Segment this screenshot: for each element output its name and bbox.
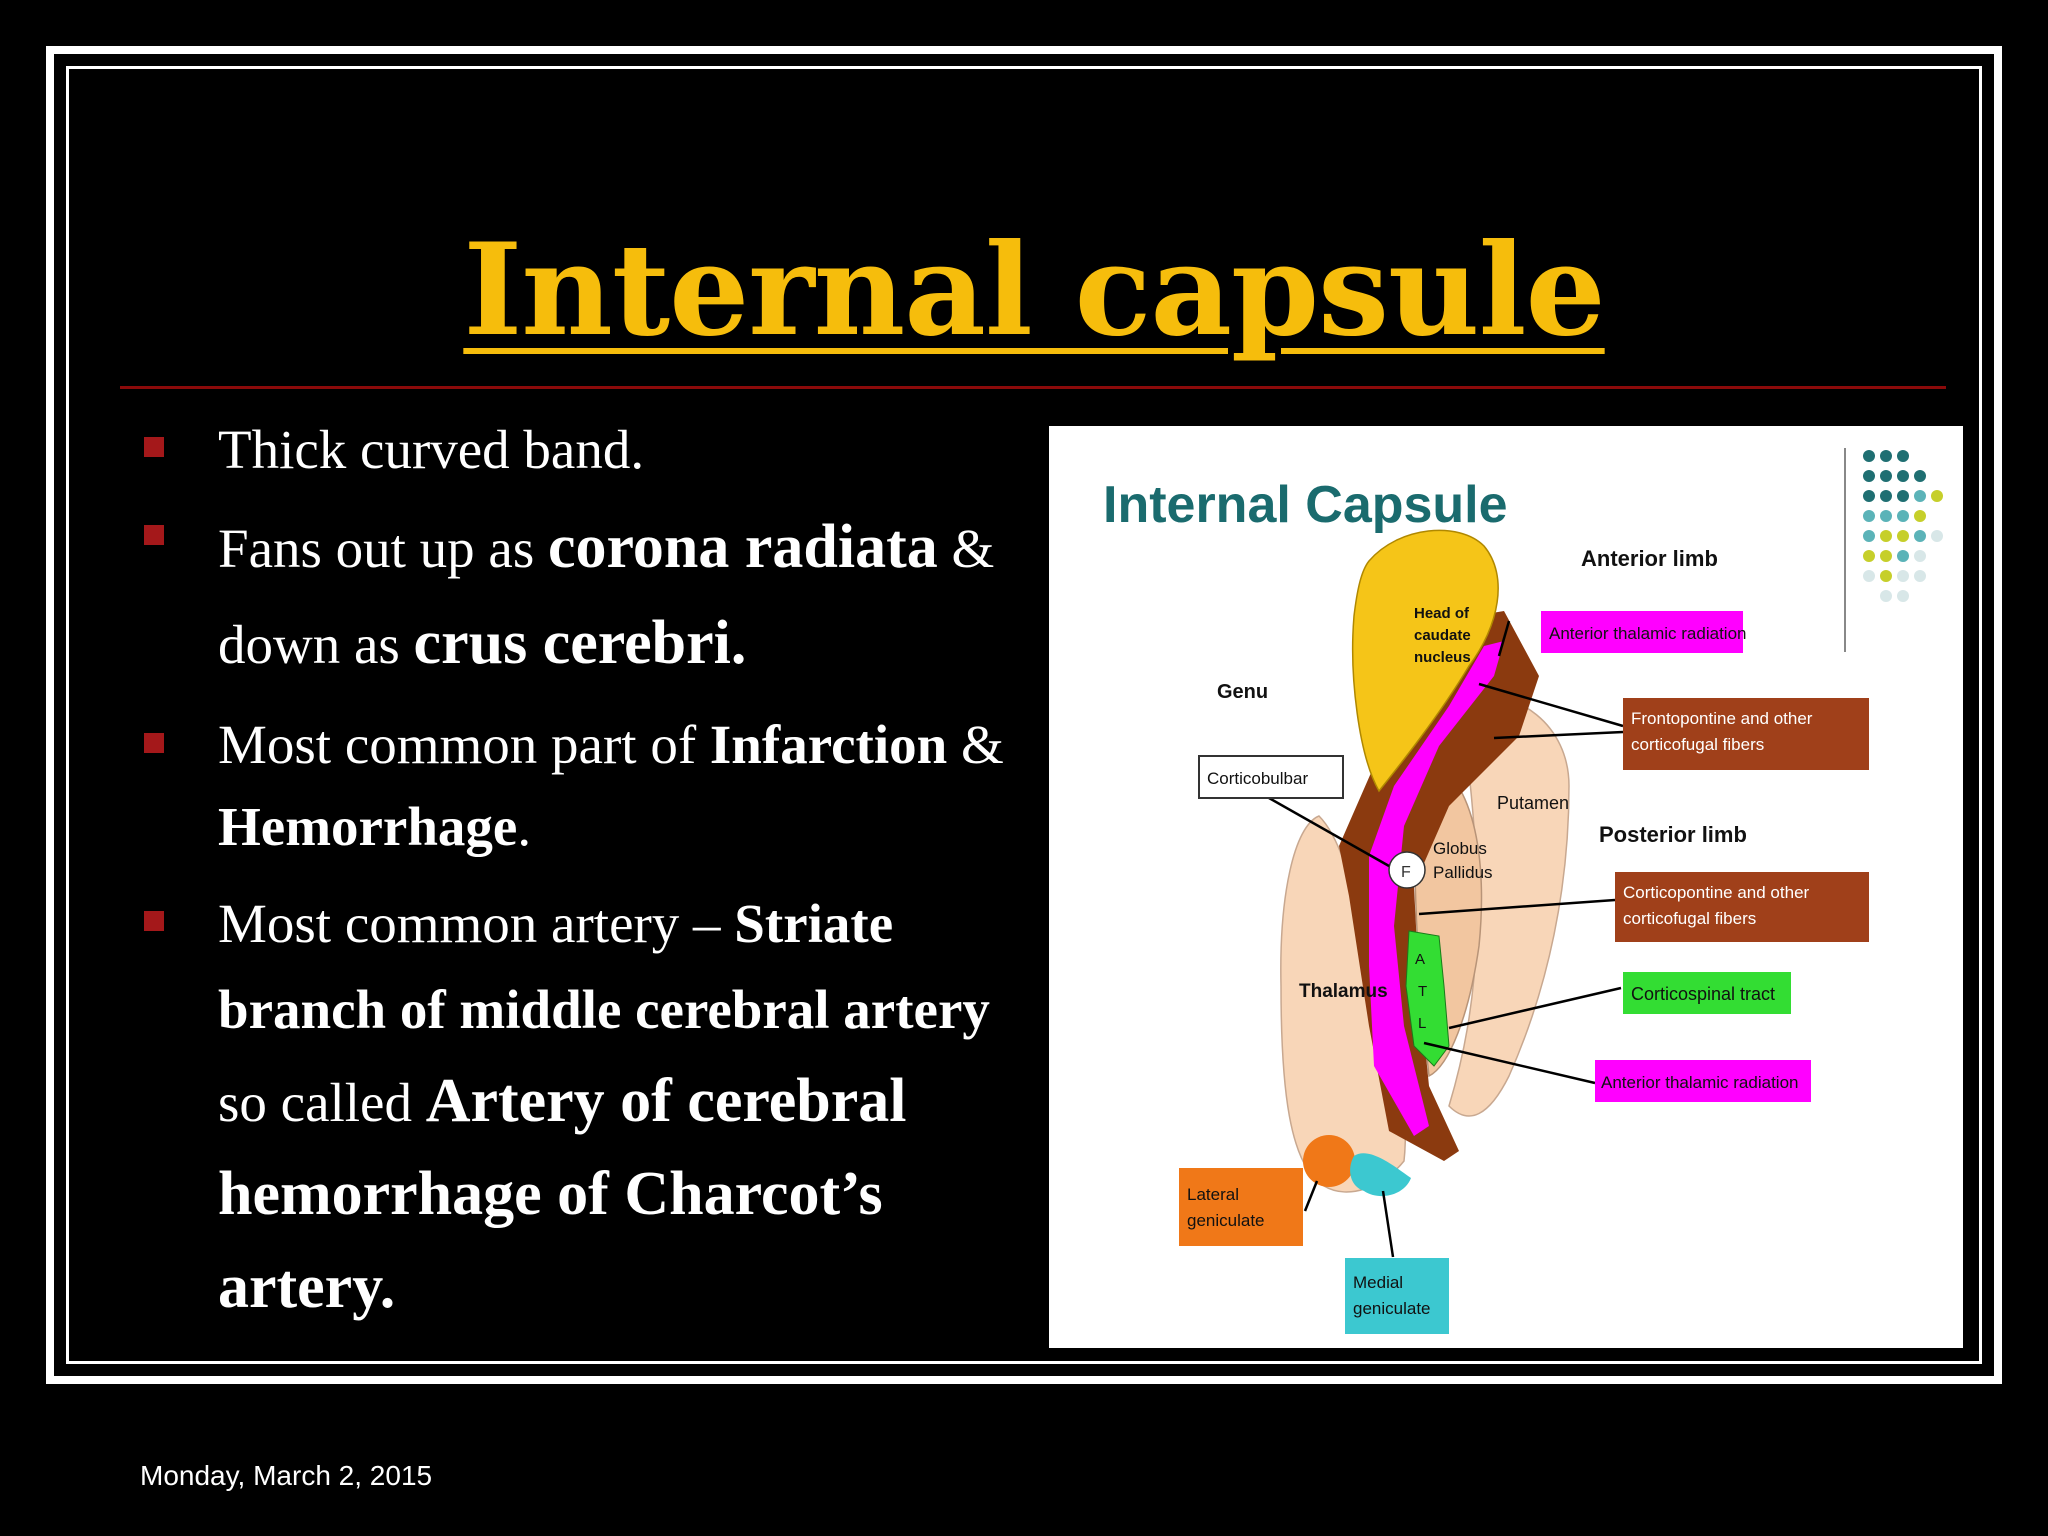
frontopontine-label: corticofugal fibers <box>1631 735 1764 754</box>
putamen-label: Putamen <box>1497 793 1569 813</box>
bullet-text: & down as <box>218 518 995 675</box>
caudate-label: Head of <box>1414 605 1470 622</box>
atl-label: T <box>1418 983 1427 1000</box>
anterior-thalamic-radiation-label: Anterior thalamic radiation <box>1601 1073 1798 1092</box>
corticopontine-label: Corticopontine and other <box>1623 883 1810 902</box>
bullet-text: & <box>947 714 1004 775</box>
atl-label: A <box>1415 951 1425 968</box>
anterior-thalamic-radiation-box <box>1595 1060 1811 1102</box>
bullet-emphasis: Artery of cerebral hemorrhage of Charcot… <box>218 1067 907 1321</box>
globus-pallidus-label: Pallidus <box>1433 863 1493 882</box>
corticobulbar-label: Corticobulbar <box>1207 769 1308 788</box>
bullet-item: Thick curved band. <box>140 415 1020 485</box>
lateral-geniculate-label: Lateral <box>1187 1185 1239 1204</box>
corticopontine-box <box>1615 872 1869 942</box>
diagram-title: Internal Capsule <box>1103 476 1508 534</box>
bullet-item: Fans out up as corona radiata & down as … <box>140 507 1020 699</box>
corticobulbar-box <box>1198 755 1344 799</box>
thalamus-label: Thalamus <box>1299 981 1388 1002</box>
caudate-label: caudate <box>1414 627 1471 644</box>
slide-inner-frame <box>66 66 1982 1364</box>
slide-title: Internal capsule <box>463 216 1605 364</box>
medial-geniculate-shape <box>1350 1153 1411 1197</box>
bullet-emphasis: crus cerebri. <box>413 609 747 677</box>
corticospinal-label: Corticospinal tract <box>1631 984 1775 1004</box>
anterior-thalamic-radiation-box <box>1541 611 1743 653</box>
genu-label: Genu <box>1217 681 1268 703</box>
bullet-text: Fans out up as <box>218 518 548 579</box>
medial-geniculate-box <box>1345 1258 1449 1334</box>
lateral-geniculate-box <box>1179 1168 1303 1246</box>
footer-date: Monday, March 2, 2015 <box>140 1460 433 1491</box>
frontopontine-box <box>1623 698 1869 770</box>
lateral-geniculate-shape <box>1303 1135 1355 1187</box>
lateral-geniculate-label: geniculate <box>1187 1211 1265 1230</box>
posterior-limb-label: Posterior limb <box>1599 822 1747 847</box>
bullet-square-icon <box>144 911 164 931</box>
bullet-item: Most common part of Infarction & Hemorrh… <box>140 711 1020 875</box>
corticopontine-label: corticofugal fibers <box>1623 909 1756 928</box>
f-circle <box>1388 851 1426 889</box>
bullet-emphasis: Hemorrhage <box>218 796 518 857</box>
bullet-emphasis: Infarction <box>709 714 948 775</box>
bullet-square-icon <box>144 437 164 457</box>
bullet-text: Most common part of <box>218 714 710 775</box>
anterior-thalamic-radiation-label: Anterior thalamic radiation <box>1549 624 1746 643</box>
bullet-item: Most common artery – Striate branch of m… <box>140 889 1020 1340</box>
medial-geniculate-label: geniculate <box>1353 1299 1431 1318</box>
atl-block-shape <box>1405 930 1450 1067</box>
medial-geniculate-label: Medial <box>1353 1273 1403 1292</box>
bullet-square-icon <box>144 525 164 545</box>
atl-label: L <box>1418 1015 1426 1032</box>
caudate-head-shape <box>1352 529 1499 793</box>
caudate-label: nucleus <box>1414 649 1471 666</box>
bullet-text: . <box>517 796 532 857</box>
decorative-dots <box>1844 448 1943 652</box>
internal-capsule-diagram: Internal Capsule F <box>1049 426 1963 1348</box>
bullet-emphasis: corona radiata <box>548 513 938 581</box>
bullet-text: so called <box>218 1072 426 1133</box>
bullet-emphasis: Striate branch of middle cerebral artery <box>218 893 990 1040</box>
diagram-svg: Internal Capsule F <box>1103 448 1943 1334</box>
bullet-text: Thick curved band. <box>218 419 645 480</box>
pointer-lines <box>1268 620 1624 1258</box>
magenta-band-shape <box>1369 641 1504 1136</box>
title-divider <box>120 386 1946 389</box>
bullet-text: Most common artery – <box>218 893 735 954</box>
bullet-square-icon <box>144 733 164 753</box>
frontopontine-label: Frontopontine and other <box>1631 709 1813 728</box>
globus-pallidus-label: Globus <box>1433 839 1487 858</box>
slide-outer-frame <box>46 46 2002 1384</box>
bullet-list: Thick curved band. Fans out up as corona… <box>140 415 1020 1340</box>
corticospinal-box <box>1623 972 1791 1014</box>
anterior-limb-label: Anterior limb <box>1581 546 1718 571</box>
f-letter: F <box>1401 864 1411 881</box>
